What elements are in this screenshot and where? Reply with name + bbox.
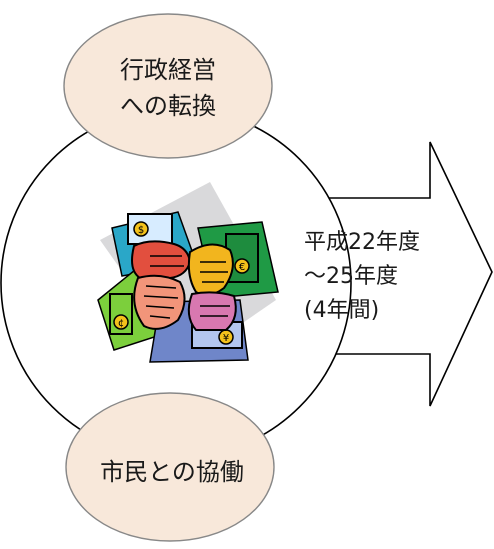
- top-oval-line-2: への転換: [120, 92, 216, 120]
- bottom-oval-text: 市民との協働: [100, 458, 244, 486]
- bottom-oval: [65, 392, 275, 542]
- svg-text:¥: ¥: [223, 333, 229, 344]
- top-oval-label: 行政経営 への転換: [78, 52, 258, 124]
- dollar-tag: $: [127, 213, 173, 245]
- svg-text:¢: ¢: [118, 318, 124, 329]
- svg-text:€: €: [239, 262, 245, 273]
- top-oval: [63, 13, 273, 159]
- cent-tag: ¢: [109, 293, 133, 335]
- joined-hands-icon: $ € ¢ ¥: [97, 182, 279, 363]
- arrow-line-3: (4年間): [304, 298, 380, 323]
- arrow-line-2: ～25年度: [304, 264, 398, 289]
- bottom-oval-label: 市民との協働: [72, 454, 272, 490]
- svg-text:$: $: [138, 225, 144, 236]
- arrow-label: 平成22年度 ～25年度 (4年間): [304, 226, 474, 328]
- arrow-line-1: 平成22年度: [304, 230, 420, 255]
- top-oval-line-1: 行政経営: [120, 56, 216, 84]
